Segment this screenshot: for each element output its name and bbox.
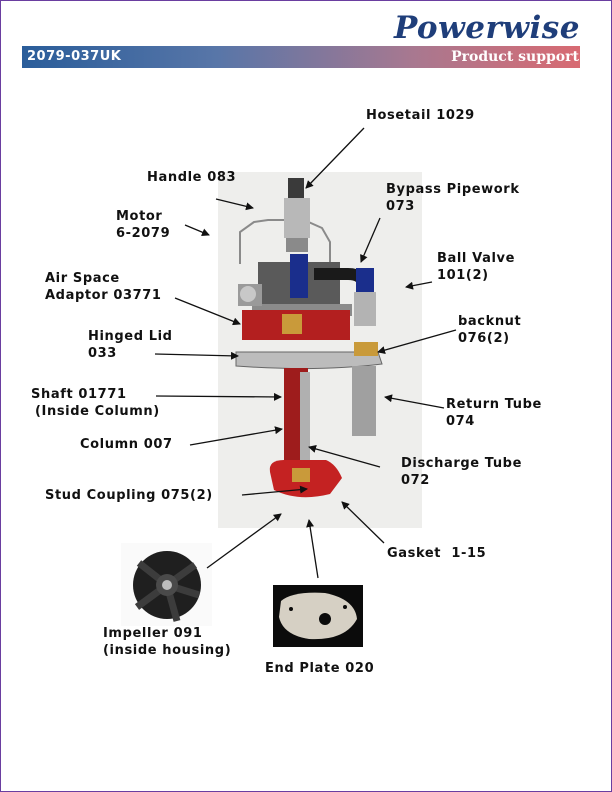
brand-logo: Powerwise — [393, 10, 580, 46]
label-return-tube-code: 074 — [446, 414, 475, 429]
label-air-space-adaptor: Air Space — [45, 271, 120, 286]
header-band — [22, 46, 580, 68]
label-motor-code: 6-2079 — [116, 226, 171, 241]
impeller-photo — [121, 543, 212, 626]
label-stud-coupling: Stud Coupling 075(2) — [45, 488, 213, 503]
impeller-illustration — [133, 551, 201, 622]
label-ball-valve-code: 101(2) — [437, 268, 489, 283]
label-air-space-adaptor-code: Adaptor 03771 — [45, 288, 162, 303]
label-shaft: Shaft 01771 — [31, 387, 127, 402]
label-return-tube: Return Tube — [446, 397, 542, 412]
label-end-plate: End Plate 020 — [265, 661, 375, 676]
pump-photo — [218, 172, 422, 528]
label-backnut-code: 076(2) — [458, 331, 510, 346]
label-ball-valve: Ball Valve — [437, 251, 515, 266]
label-impeller-note: (inside housing) — [103, 643, 232, 658]
label-bypass-pipework-code: 073 — [386, 199, 415, 214]
label-motor: Motor — [116, 209, 163, 224]
label-discharge-tube-code: 072 — [401, 473, 430, 488]
label-bypass-pipework: Bypass Pipework — [386, 182, 520, 197]
label-impeller: Impeller 091 — [103, 626, 203, 641]
label-handle: Handle 083 — [147, 170, 237, 185]
label-column: Column 007 — [80, 437, 173, 452]
label-gasket: Gasket 1-15 — [387, 546, 487, 561]
pump-illustration — [235, 178, 383, 498]
label-hinged-lid-code: 033 — [88, 346, 117, 361]
section-title: Product support — [451, 49, 579, 65]
label-discharge-tube: Discharge Tube — [401, 456, 522, 471]
label-hosetail: Hosetail 1029 — [366, 108, 475, 123]
end-plate-photo — [273, 585, 363, 647]
label-backnut: backnut — [458, 314, 522, 329]
label-shaft-note: (Inside Column) — [35, 404, 160, 419]
end-plate-illustration — [279, 592, 357, 640]
label-hinged-lid: Hinged Lid — [88, 329, 173, 344]
document-number: 2079-037UK — [27, 49, 122, 64]
